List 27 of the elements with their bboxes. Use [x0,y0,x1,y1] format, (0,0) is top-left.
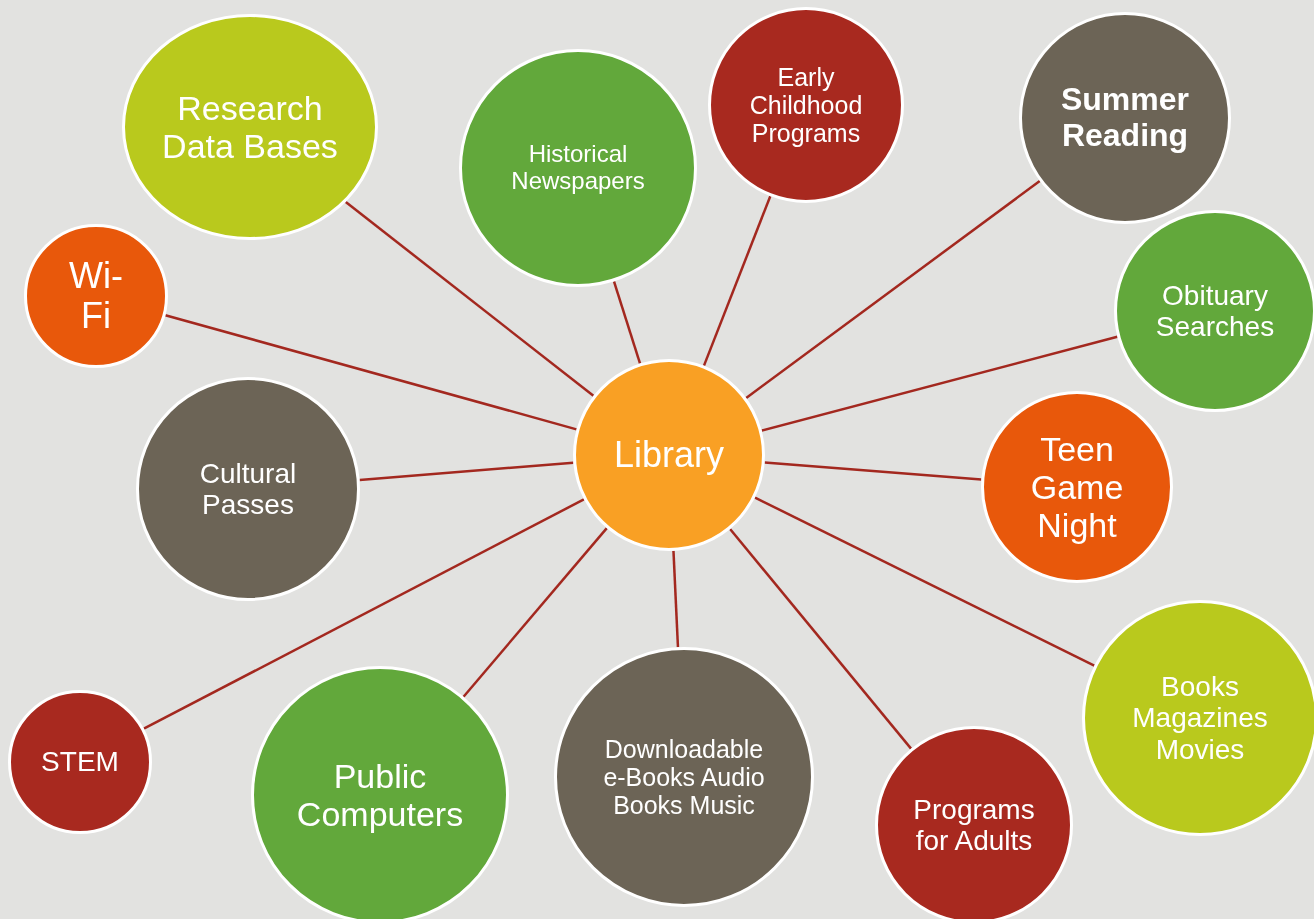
topic-label: Public Computers [295,756,465,834]
topic-label: Books Magazines Movies [1131,670,1269,766]
connector-line [345,201,595,397]
connector-line [754,496,1095,667]
topic-label: Downloadable e-Books Audio Books Music [602,735,766,819]
topic-label: Research Data Bases [161,88,339,166]
connector-line [462,527,608,698]
topic-label: Historical Newspapers [510,141,646,195]
topic-label: Cultural Passes [198,457,298,521]
connector-line [143,498,585,730]
topic-label: Teen Game Night [1029,429,1125,545]
topic-label: Programs for Adults [912,793,1036,857]
connector-line [729,528,912,750]
connector-line [702,195,772,367]
connector-line [745,180,1041,399]
topic-label: Library [612,434,725,476]
connector-line [612,281,642,364]
topic-label: Summer Reading [1059,82,1190,154]
topic-label: Wi-Fi [68,255,124,337]
topic-label: Early Childhood Programs [748,63,864,147]
connector-line [764,461,982,481]
connector-line [165,314,577,431]
topic-label: Obituary Searches [1154,279,1276,343]
topic-label: STEM [40,746,120,778]
connector-line [672,550,680,648]
connector-line [359,461,574,482]
connector-line [761,335,1118,432]
